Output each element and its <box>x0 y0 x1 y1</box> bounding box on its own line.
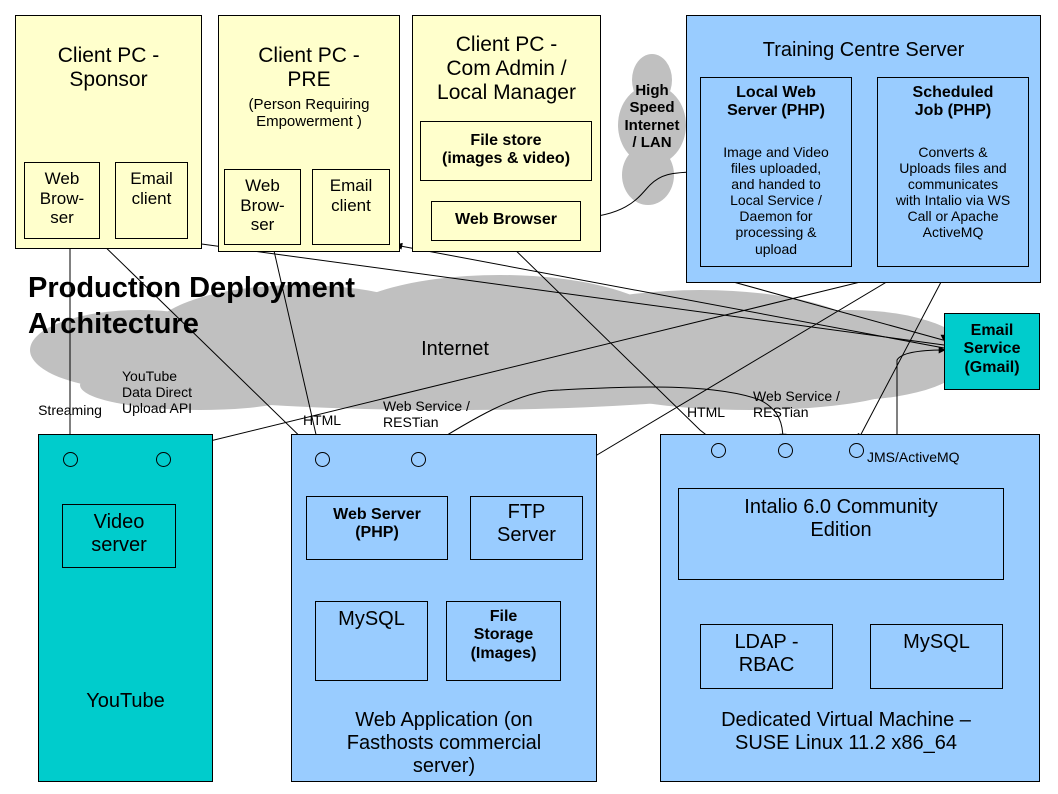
client-pre-title: Client PC - PRE <box>258 44 360 92</box>
pre-email-client-label: Email client <box>329 176 373 215</box>
comadmin-web-browser[interactable]: Web Browser <box>431 201 581 241</box>
video-server-label: Video server <box>91 511 147 556</box>
label-youtube-api: YouTube Data Direct Upload API <box>122 368 193 417</box>
vm-jms-port <box>849 443 864 458</box>
ldap-label: LDAP - RBAC <box>734 631 799 676</box>
scheduled-job: Scheduled Job (PHP) Converts & Uploads f… <box>877 77 1029 267</box>
vm-mysql: MySQL <box>870 624 1003 689</box>
local-web-server-title: Local Web Server (PHP) <box>727 84 825 120</box>
ftp-server-label: FTP Server <box>497 501 556 546</box>
sponsor-email-client-label: Email client <box>130 169 173 208</box>
label-html-2: HTML <box>686 404 726 420</box>
client-sponsor-title: Client PC - Sponsor <box>57 44 160 92</box>
youtube-box: Video server YouTube <box>38 434 213 782</box>
sponsor-web-browser-label: Web Brow- ser <box>39 169 85 228</box>
file-store-label: File store (images & video) <box>441 132 571 168</box>
pre-web-browser[interactable]: Web Brow- ser <box>224 169 301 245</box>
label-jms: JMS/ActiveMQ <box>867 449 960 465</box>
client-comadmin-title: Client PC - Com Admin / Local Manager <box>437 33 576 105</box>
client-pre-subtitle: (Person Requiring Empowerment ) <box>248 96 370 131</box>
scheduled-job-title: Scheduled Job (PHP) <box>912 84 994 120</box>
ldap-rbac: LDAP - RBAC <box>700 624 833 689</box>
ftp-server: FTP Server <box>470 496 583 560</box>
intalio-label: Intalio 6.0 Community Edition <box>744 496 938 541</box>
webapp-label: Web Application (on Fasthosts commercial… <box>346 709 542 777</box>
client-pc-pre: Client PC - PRE (Person Requiring Empowe… <box>218 15 400 252</box>
vm-mysql-label: MySQL <box>903 631 970 653</box>
webapp-ws-port <box>411 452 426 467</box>
webapp-html-port <box>315 452 330 467</box>
webapp-mysql: MySQL <box>315 601 428 681</box>
email-service-label: Email Service (Gmail) <box>963 322 1021 376</box>
vm-label: Dedicated Virtual Machine – SUSE Linux 1… <box>721 709 971 754</box>
high-speed-label: High Speed Internet / LAN <box>624 82 680 151</box>
sponsor-web-browser[interactable]: Web Brow- ser <box>24 162 100 239</box>
youtube-stream-port <box>63 452 78 467</box>
client-pc-comadmin: Client PC - Com Admin / Local Manager Fi… <box>412 15 601 252</box>
web-server-label: Web Server (PHP) <box>333 506 421 542</box>
page-title: Production Deployment Architecture <box>28 272 356 341</box>
web-application: Web Server (PHP) FTP Server MySQL File S… <box>291 434 597 782</box>
file-storage-label: File Storage (Images) <box>470 608 537 662</box>
client-pc-sponsor: Client PC - Sponsor Web Brow- ser Email … <box>15 15 202 249</box>
local-web-server: Local Web Server (PHP) Image and Video f… <box>700 77 852 267</box>
youtube-label: YouTube <box>86 690 165 712</box>
file-storage-images: File Storage (Images) <box>446 601 561 681</box>
local-web-server-desc: Image and Video files uploaded, and hand… <box>723 144 829 257</box>
dedicated-vm: JMS/ActiveMQ Intalio 6.0 Community Editi… <box>660 434 1040 782</box>
scheduled-job-desc: Converts & Uploads files and communicate… <box>895 144 1011 241</box>
pre-email-client[interactable]: Email client <box>312 169 390 245</box>
sponsor-email-client[interactable]: Email client <box>115 162 188 239</box>
email-service-gmail: Email Service (Gmail) <box>944 313 1040 390</box>
pre-web-browser-label: Web Brow- ser <box>240 176 285 235</box>
web-server-php: Web Server (PHP) <box>306 496 448 560</box>
vm-ws-port <box>778 443 793 458</box>
training-server-title: Training Centre Server <box>762 39 965 61</box>
video-server: Video server <box>62 504 176 568</box>
webapp-mysql-label: MySQL <box>338 608 405 630</box>
internet-label: Internet <box>421 338 489 360</box>
label-streaming: Streaming <box>38 402 102 418</box>
label-html-1: HTML <box>302 412 342 428</box>
comadmin-file-store: File store (images & video) <box>420 121 592 181</box>
vm-html-port <box>711 443 726 458</box>
label-ws-1: Web Service / RESTian <box>383 398 470 431</box>
training-centre-server: Training Centre Server Local Web Server … <box>686 15 1041 283</box>
comadmin-web-browser-label: Web Browser <box>455 211 557 228</box>
intalio-community-edition: Intalio 6.0 Community Edition <box>678 488 1004 580</box>
label-ws-2: Web Service / RESTian <box>753 388 840 421</box>
youtube-upload-port <box>156 452 171 467</box>
